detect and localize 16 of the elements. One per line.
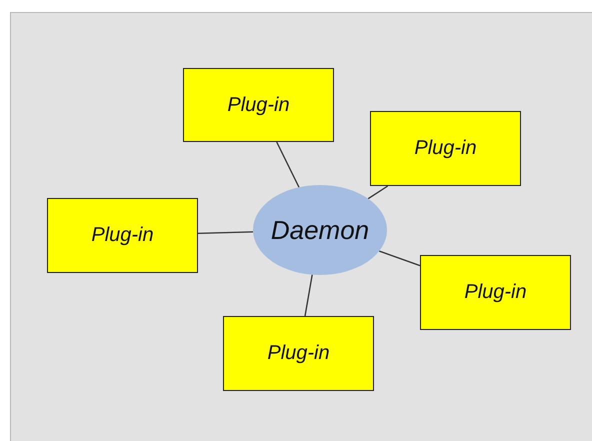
plugin-box: [183, 68, 334, 142]
node-label: Plug-in: [414, 137, 477, 160]
node-label: Plug-in: [227, 94, 290, 116]
plugin-box: [47, 198, 198, 273]
connector-line: [368, 185, 388, 200]
connector-line: [198, 231, 254, 234]
plugin-box: [420, 255, 571, 330]
plugin-box: [370, 111, 521, 186]
node-label: Plug-in: [267, 342, 330, 365]
plugin-box: [223, 316, 374, 391]
connector-line: [304, 274, 313, 316]
node-label: Daemon: [270, 214, 370, 246]
node-label: Plug-in: [91, 224, 154, 247]
connector-line: [276, 142, 300, 188]
connector-line: [378, 250, 420, 266]
node-label: Plug-in: [464, 281, 527, 304]
